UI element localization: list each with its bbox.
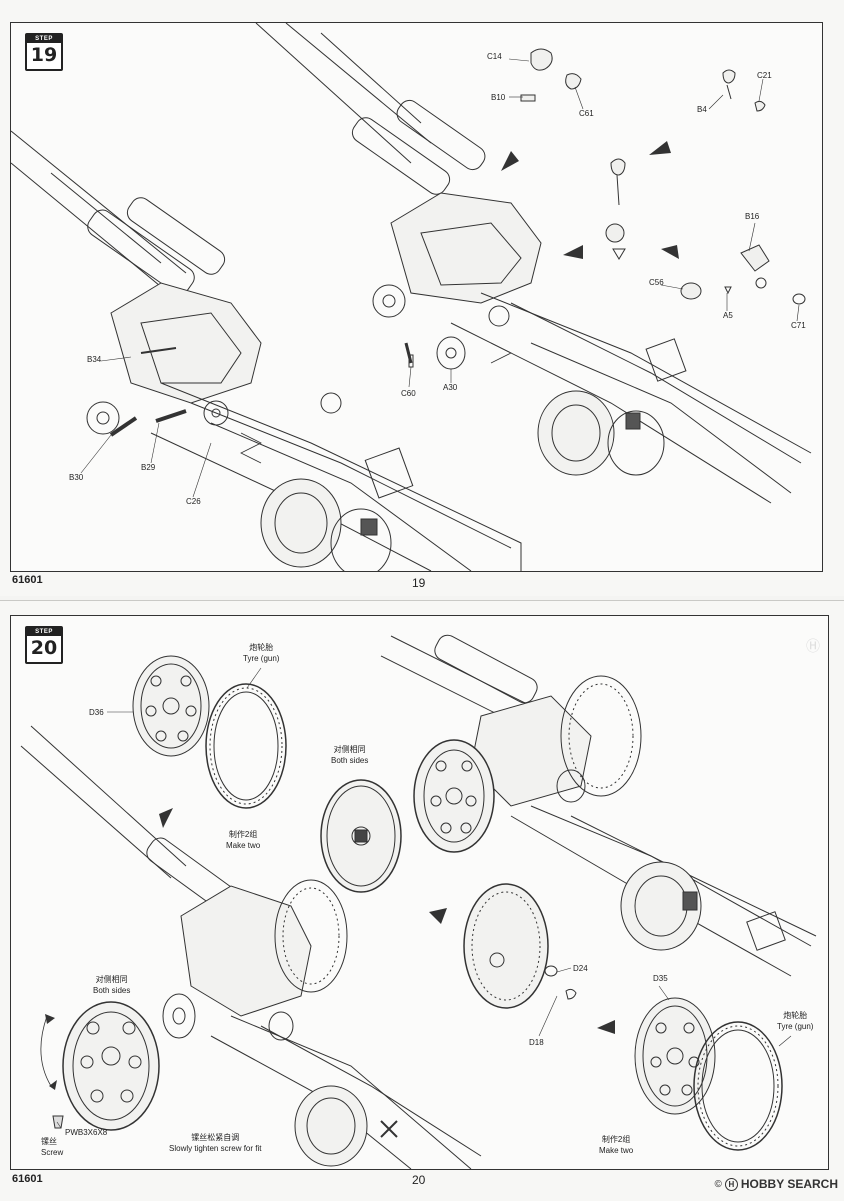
note-en: Make two <box>599 1146 634 1155</box>
wheel-center-lower <box>463 883 577 1009</box>
note-tighten: 镙丝松紧自调 Slowly tighten screw for fit <box>169 1132 261 1154</box>
part-label-b30: B30 <box>69 473 84 482</box>
part-label-b34: B34 <box>87 355 102 364</box>
note-cn: 镙丝 <box>41 1137 57 1146</box>
step-19-illustration <box>11 23 812 571</box>
note-tyre-right: 炮轮胎 Tyre (gun) <box>777 1010 813 1032</box>
note-make-two-left: 制作2组 Make two <box>226 829 260 851</box>
wheel-bottom-left <box>52 993 196 1131</box>
part-label-c71: C71 <box>791 321 806 330</box>
note-make-two-right: 制作2组 Make two <box>599 1134 633 1156</box>
note-cn: 炮轮胎 <box>249 643 274 652</box>
step-number: 20 <box>30 637 58 659</box>
part-label-c56: C56 <box>649 278 664 287</box>
step-label: STEP <box>27 35 61 43</box>
leader-lines <box>80 58 800 498</box>
part-label-c26: C26 <box>186 497 201 506</box>
screw-code: PWB3X6X8 <box>65 1128 108 1137</box>
part-label-c21: C21 <box>757 71 772 80</box>
assembly-arrows <box>159 808 615 1034</box>
step-label: STEP <box>27 628 61 636</box>
page-number: 19 <box>412 576 426 590</box>
page-19: STEP 19 <box>0 0 844 596</box>
model-number: 61601 <box>12 574 43 586</box>
note-en: Tyre (gun) <box>243 654 280 663</box>
wheel-d36 <box>132 655 210 757</box>
note-en: Both sides <box>93 986 131 995</box>
note-cn: 制作2组 <box>228 830 258 839</box>
note-tyre-top: 炮轮胎 Tyre (gun) <box>243 642 279 664</box>
part-label-a30: A30 <box>443 383 458 392</box>
note-cn: 对侧相同 <box>333 745 366 754</box>
leader-lines <box>56 667 792 1129</box>
part-label-c60: C60 <box>401 389 416 398</box>
note-cn: 制作2组 <box>601 1135 631 1144</box>
wheel-center-pair <box>320 739 495 893</box>
watermark-mark: Ⓗ <box>806 638 820 654</box>
brand-name: HOBBY SEARCH <box>740 1177 838 1191</box>
part-label-d24: D24 <box>573 964 588 973</box>
barrel-left-line <box>11 130 187 274</box>
step-19-frame: STEP 19 <box>10 22 823 572</box>
tyre-right <box>693 1021 783 1151</box>
page-20: STEP 20 Ⓗ <box>0 600 844 1201</box>
part-label-c14: C14 <box>487 52 502 61</box>
part-label-b29: B29 <box>141 463 156 472</box>
rotate-hint <box>40 1015 52 1087</box>
assembly-arrows <box>501 141 679 259</box>
hobby-search-watermark: © H HOBBY SEARCH <box>715 1177 839 1191</box>
note-both-sides-center: 对侧相同 Both sides <box>331 744 368 766</box>
page-number: 20 <box>412 1173 426 1187</box>
model-number: 61601 <box>12 1173 43 1185</box>
note-en: Tyre (gun) <box>777 1022 814 1031</box>
note-en: Screw <box>41 1148 64 1157</box>
note-cn: 炮轮胎 <box>783 1011 808 1020</box>
step-20-illustration <box>20 634 817 1169</box>
part-label-b16: B16 <box>745 212 760 221</box>
part-label-a5: A5 <box>723 311 733 320</box>
note-screw: 镙丝 Screw <box>41 1136 63 1158</box>
note-en: Both sides <box>331 756 369 765</box>
note-both-sides-left: 对侧相同 Both sides <box>93 974 130 996</box>
step-number: 19 <box>30 44 58 66</box>
hobby-search-logo-icon: H <box>724 1177 738 1191</box>
note-cn: 镙丝松紧自调 <box>191 1133 240 1142</box>
wheel-d35 <box>634 997 716 1115</box>
copyright-symbol: © <box>714 1178 722 1190</box>
note-en: Make two <box>226 841 261 850</box>
step-20-frame: STEP 20 Ⓗ <box>10 615 829 1170</box>
step-20-badge: STEP 20 <box>25 626 63 664</box>
part-label-d18: D18 <box>529 1038 544 1047</box>
part-label-b4: B4 <box>697 105 707 114</box>
barrel-left-line <box>11 162 172 296</box>
note-cn: 对侧相同 <box>95 975 128 984</box>
tyre-top <box>205 683 287 809</box>
step-19-badge: STEP 19 <box>25 33 63 71</box>
part-label-d35: D35 <box>653 974 668 983</box>
note-en: Slowly tighten screw for fit <box>169 1144 262 1153</box>
part-label-d36: D36 <box>89 708 104 717</box>
part-label-c61: C61 <box>579 109 594 118</box>
part-label-b10: B10 <box>491 93 506 102</box>
